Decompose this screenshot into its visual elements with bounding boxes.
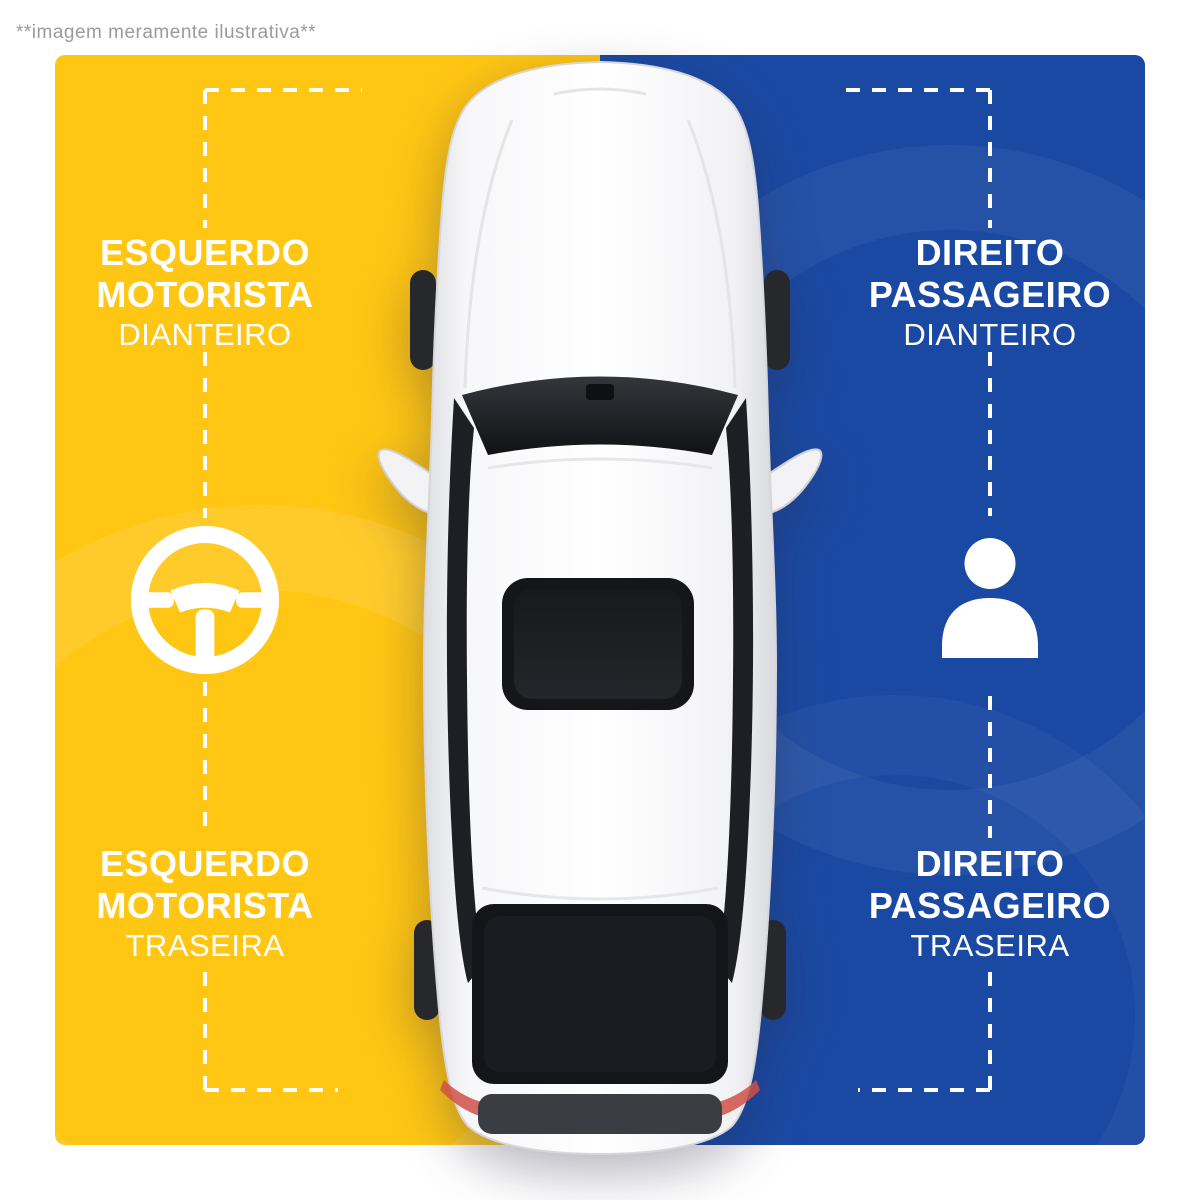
- label-line: PASSAGEIRO: [868, 274, 1112, 316]
- side-window: [446, 398, 482, 983]
- label-line: TRASEIRA: [910, 927, 1070, 963]
- car-top-view-illustration: [377, 60, 823, 1156]
- side-mirror: [764, 448, 823, 516]
- wheel: [764, 270, 790, 370]
- label-line: TRASEIRA: [125, 927, 285, 963]
- rearview-mirror: [586, 384, 614, 400]
- rear-window-glass: [484, 916, 716, 1072]
- wheel: [410, 270, 436, 370]
- label-line: MOTORISTA: [96, 274, 314, 316]
- left-guide-line: [203, 88, 362, 1092]
- person-icon: [915, 520, 1065, 676]
- side-mirror: [377, 448, 436, 516]
- label-rear-left: ESQUERDO MOTORISTA TRASEIRA: [45, 843, 365, 965]
- hood-creases: [463, 87, 737, 389]
- label-line: DIANTEIRO: [118, 316, 292, 352]
- roof-seams: [481, 457, 719, 901]
- side-window: [718, 398, 754, 983]
- steering-wheel-icon: [127, 522, 283, 678]
- sunroof-glass: [514, 589, 682, 699]
- windshield: [462, 376, 738, 455]
- label-line: DIANTEIRO: [903, 316, 1077, 352]
- label-line: ESQUERDO: [99, 232, 311, 273]
- taillight: [440, 1080, 486, 1116]
- label-line: PASSAGEIRO: [868, 885, 1112, 927]
- label-line: DIREITO: [915, 843, 1065, 884]
- taillight: [714, 1080, 760, 1116]
- label-rear-right: DIREITO PASSAGEIRO TRASEIRA: [830, 843, 1150, 965]
- disclaimer-text: **imagem meramente ilustrativa**: [16, 22, 317, 43]
- label-front-right: DIREITO PASSAGEIRO DIANTEIRO: [830, 232, 1150, 354]
- label-line: MOTORISTA: [96, 885, 314, 927]
- right-guide-line: [836, 88, 992, 1092]
- label-line: DIREITO: [915, 232, 1065, 273]
- label-front-left: ESQUERDO MOTORISTA DIANTEIRO: [45, 232, 365, 354]
- label-line: ESQUERDO: [99, 843, 311, 884]
- rear-bumper: [478, 1094, 722, 1134]
